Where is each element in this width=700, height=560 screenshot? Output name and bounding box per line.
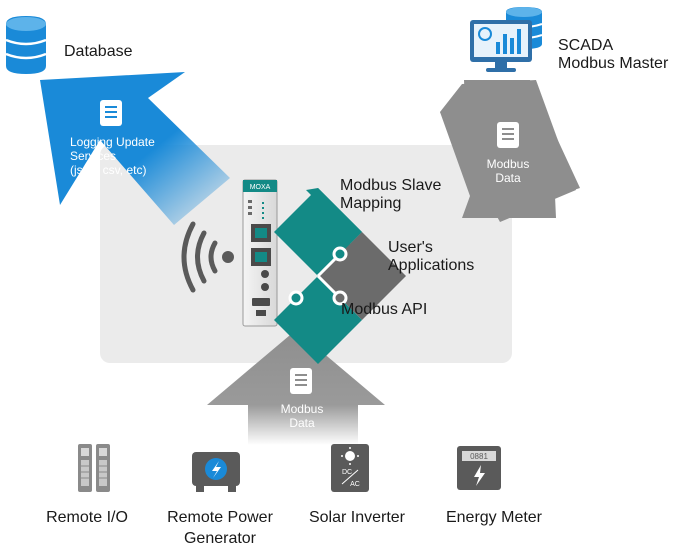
remote-io-icon [78,444,110,492]
modbus-slave-label-line2: Mapping [340,195,401,212]
meter-digits: 0881 [470,452,488,461]
modbus-api-label: Modbus API [341,301,427,318]
modbus-slave-label-line1: Modbus Slave [340,177,441,194]
database-label: Database [64,43,133,60]
scada-modbus-data-line2: Data [495,171,521,185]
scada-arrow: Modbus Data [440,80,580,222]
device-brand: MOXA [250,184,271,191]
bottom-arrow: Modbus Data [207,330,385,445]
solar-inverter-label: Solar Inverter [309,509,406,526]
logging-label-line1: Logging Update [70,135,155,149]
remote-power-label-line1: Remote Power [167,509,273,526]
users-apps-label-line2: Applications [388,257,474,274]
scada-label-line1: SCADA [558,37,613,54]
logging-label-line2: Services [70,149,116,163]
bottom-modbus-data-line2: Data [289,416,315,430]
remote-power-label-line2: Generator [184,530,257,547]
scada-monitor-icon [470,7,543,72]
logging-label-line3: (json, csv, etc) [70,163,146,177]
bottom-modbus-data-line1: Modbus [281,402,324,416]
energy-meter-icon: 0881 [457,446,501,490]
users-apps-label-line1: User's [388,239,433,256]
dc-label: DC [342,469,352,476]
ac-label: AC [350,481,360,488]
moxa-device: MOXA [242,179,278,327]
scada-label-line2: Modbus Master [558,55,669,72]
energy-meter-label: Energy Meter [446,509,543,526]
database-icon [5,16,47,74]
remote-power-generator-icon [192,452,240,492]
wireless-signal-icon [181,221,234,293]
logging-arrow: Logging Update Services (json, csv, etc) [40,72,230,225]
remote-io-label: Remote I/O [46,509,128,526]
scada-modbus-data-line1: Modbus [487,157,530,171]
solar-inverter-icon: DC AC [331,444,369,492]
